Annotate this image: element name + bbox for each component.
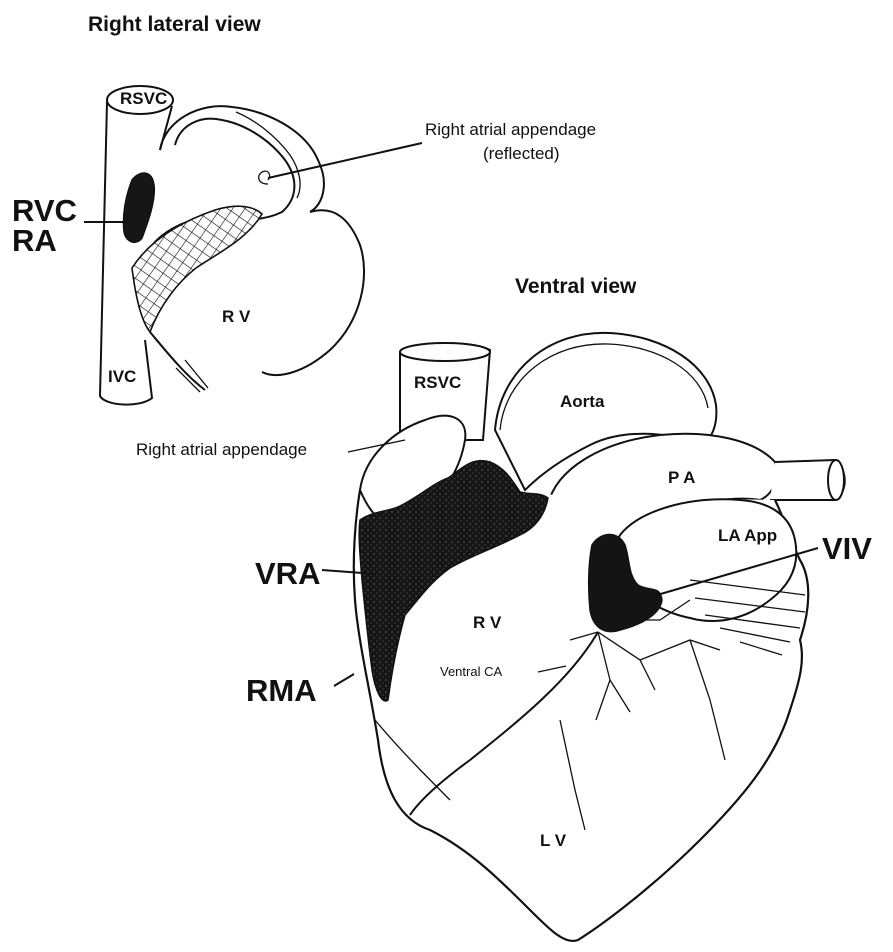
appendage-reflected-label-line1: Right atrial appendage [425, 120, 596, 139]
right-lateral-title: Right lateral view [88, 13, 261, 36]
pa-label: P A [668, 468, 695, 487]
ventral-lv-label: L V [540, 831, 567, 850]
vra-label: VRA [255, 556, 320, 591]
right-lateral-view: Right lateral view RSVC IVC R V Right at… [12, 13, 596, 405]
lateral-rsvc-label: RSVC [120, 89, 167, 108]
ra-label: RA [12, 223, 57, 258]
lateral-rv-label: R V [222, 307, 251, 326]
ventral-rsvc-label: RSVC [414, 373, 461, 392]
lateral-inner-curve [236, 112, 300, 198]
rma-leader [334, 674, 354, 686]
ventral-rv-label: R V [473, 613, 502, 632]
lateral-ivc-label: IVC [108, 367, 136, 386]
appendage-reflected-label-line2: (reflected) [483, 144, 560, 163]
rvc-ra-junction-region [123, 173, 154, 242]
ventral-rsvc-top [400, 343, 490, 361]
pa-branch-end [828, 460, 844, 500]
lateral-rv-lower [150, 332, 205, 390]
appendage-reflected-leader [268, 143, 422, 178]
viv-label: VIV [822, 531, 872, 566]
ventral-view: Ventral view Aorta RSVC P A LA App R V L [136, 275, 872, 941]
ventral-ca-label: Ventral CA [440, 664, 502, 679]
lateral-rv-stroke [176, 360, 208, 392]
aorta-label: Aorta [560, 392, 605, 411]
ventral-title: Ventral view [515, 275, 637, 298]
ventral-appendage-label: Right atrial appendage [136, 440, 307, 459]
la-app-label: LA App [718, 526, 777, 545]
rma-label: RMA [246, 673, 317, 708]
